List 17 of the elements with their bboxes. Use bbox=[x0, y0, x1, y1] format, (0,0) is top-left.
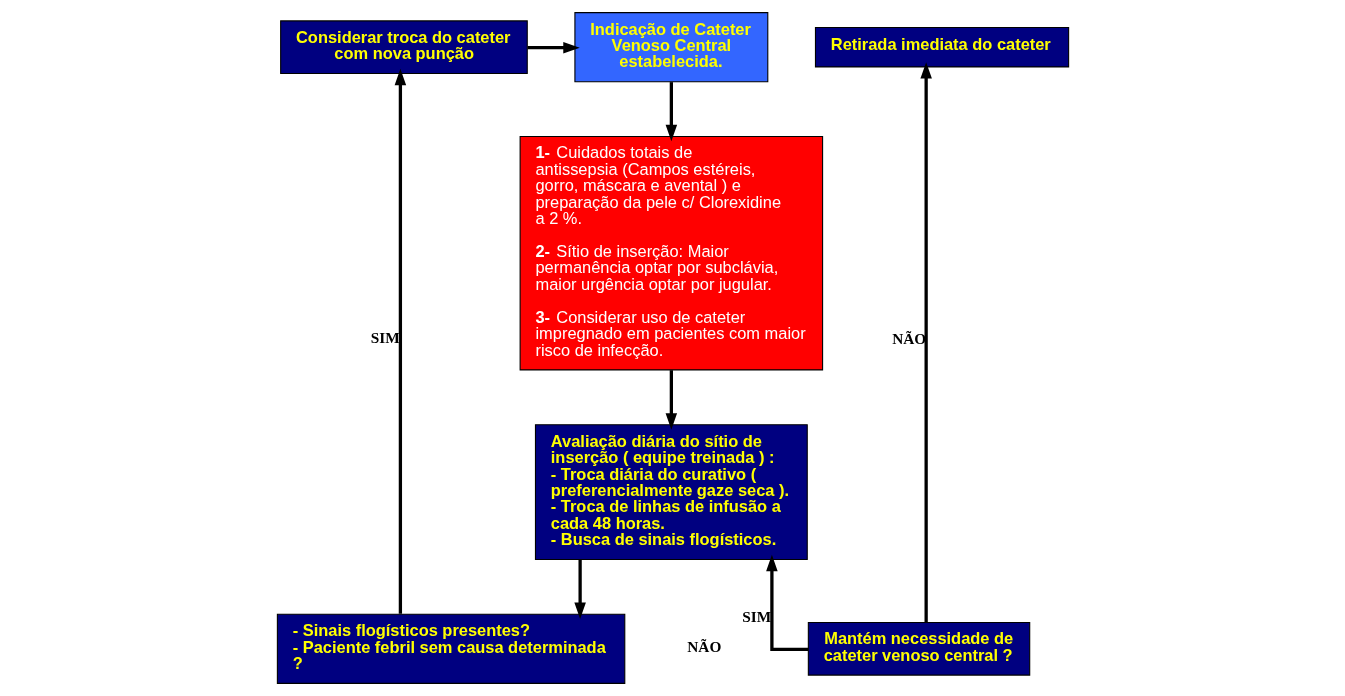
edge-label: SIM bbox=[370, 329, 400, 347]
label: NÃO bbox=[686, 637, 721, 655]
arrow bbox=[527, 41, 580, 54]
node-box: Considerar troca do cateter com nova punção bbox=[279, 20, 528, 75]
node-box: Mantém necessidade de cateter venoso central ? bbox=[807, 621, 1030, 676]
node-box: Indicação de Cateter Venoso Central estabelecida. bbox=[573, 12, 768, 83]
arrow bbox=[665, 82, 677, 142]
node-box: 1- Cuidados totais de antissepsia (Campos estéreis, gorro, máscara e avental ) e preparação da pele c/ Clorexidine a 2 %. 2- Sítio de inserção: Maior permanência optar por subclávia, maior urgência optar por jugular. 3- Considerar uso de cateter impregnado em pacientes com maior risco de infecção. bbox=[519, 135, 823, 371]
arrow bbox=[919, 62, 932, 623]
arrow bbox=[573, 559, 586, 620]
node-box: Avaliação diária do sítio de inserção ( equipe treinada ) : - Troca diária do curativo ( preferencialmente gaze seca ). - Troca de linhas de infusão a cada 48 horas. - Busca de sinais flogísticos. bbox=[534, 424, 808, 561]
arrow bbox=[765, 554, 808, 651]
arrow bbox=[665, 370, 677, 430]
node-box: Retirada imediata do cateter bbox=[814, 26, 1069, 68]
edge-label: NÃO bbox=[891, 330, 926, 348]
node-box: - Sinais flogísticos presentes? - Paciente febril sem causa determinada ? bbox=[276, 613, 625, 684]
arrow bbox=[394, 68, 406, 614]
